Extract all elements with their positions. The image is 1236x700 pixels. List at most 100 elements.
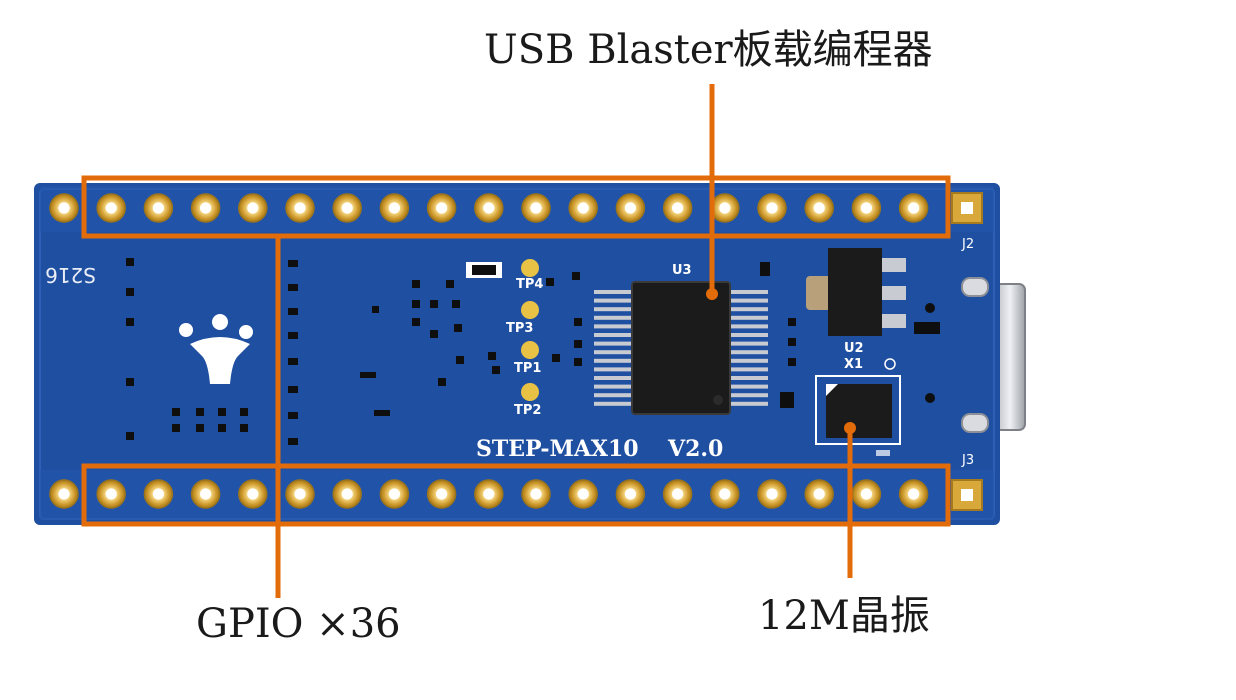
header-top-pad xyxy=(898,193,929,223)
header-top-pad xyxy=(474,193,504,223)
gpio-label: GPIO ×36 xyxy=(196,601,401,647)
header-bottom-pad xyxy=(238,479,268,509)
chip-pin xyxy=(594,401,634,406)
u2-regulator: U2 xyxy=(806,248,940,356)
u3-chip: U3 xyxy=(594,263,768,415)
tp3-label: TP3 xyxy=(506,321,533,336)
chip-pin xyxy=(728,341,768,346)
header-top-pad xyxy=(804,193,834,223)
chip-pin xyxy=(728,290,768,294)
header-bottom-pad xyxy=(426,479,457,509)
x1-label: X1 xyxy=(844,357,863,372)
header-top-pad xyxy=(615,193,646,223)
chip-pin xyxy=(728,367,768,372)
header-bottom-pad xyxy=(804,479,834,509)
header-bottom-pad xyxy=(332,479,362,509)
header-top-pad xyxy=(426,193,457,223)
square-pad-bottom xyxy=(951,479,983,511)
header-bottom-pad xyxy=(285,479,315,509)
chip-pin xyxy=(728,333,768,337)
chip-pin xyxy=(728,401,768,406)
header-top-pad xyxy=(285,193,315,223)
chip-pin xyxy=(594,341,634,346)
chip-pin xyxy=(594,350,634,355)
header-top-pad xyxy=(332,193,362,223)
usb-blaster-label: USB Blaster板载编程器 xyxy=(484,27,933,73)
chip-pin xyxy=(728,307,768,312)
gpio-bottom-highlight xyxy=(81,463,951,527)
chip-pin xyxy=(728,393,768,398)
header-top-pad xyxy=(851,193,882,223)
header-top-pad xyxy=(143,193,174,223)
header-top-label: J2 xyxy=(961,237,974,252)
chip-pin xyxy=(594,324,634,329)
u3-label: U3 xyxy=(672,263,692,278)
header-top-pad xyxy=(190,193,221,223)
header-top-pad xyxy=(238,193,268,223)
header-bottom-pad xyxy=(898,479,929,509)
chip-pin xyxy=(594,367,634,372)
tp2-label: TP2 xyxy=(514,403,541,418)
header-bottom-pad xyxy=(662,479,693,509)
gpio-header-bottom xyxy=(49,479,929,509)
header-top-pad xyxy=(757,193,787,223)
header-bottom-pad xyxy=(190,479,221,509)
tp4-label: TP4 xyxy=(516,277,543,292)
header-top-pad xyxy=(568,193,598,223)
chip-pin xyxy=(594,307,634,312)
header-top-pad xyxy=(521,193,551,223)
usb-blaster-leader-dot xyxy=(706,288,718,300)
chip-pin xyxy=(594,358,634,363)
header-bottom-pad xyxy=(143,479,174,509)
chip-pin xyxy=(728,358,768,363)
header-bottom-pad xyxy=(710,479,740,509)
header-top-pad xyxy=(710,193,740,223)
chip-pin xyxy=(594,384,634,389)
smd-resistor xyxy=(466,262,502,278)
header-top-pad xyxy=(49,193,79,223)
chip-pin xyxy=(728,324,768,329)
square-pad-top xyxy=(951,192,983,224)
chip-pin xyxy=(594,376,634,380)
gpio-header-top xyxy=(49,193,929,223)
step-logo-icon xyxy=(179,314,253,384)
chip-pin xyxy=(728,376,768,380)
header-bottom-pad xyxy=(615,479,646,509)
chip-pin xyxy=(728,384,768,389)
test-points: TP4 TP3 TP1 TP2 xyxy=(506,259,543,418)
chip-pin xyxy=(594,315,634,320)
chip-pin xyxy=(594,298,634,303)
header-bottom-pad xyxy=(757,479,787,509)
chip-pin xyxy=(594,333,634,337)
crystal-label: 12M晶振 xyxy=(758,593,930,639)
header-bottom-label: J3 xyxy=(961,453,974,468)
u2-label: U2 xyxy=(844,341,864,356)
smd-components xyxy=(126,258,796,445)
chip-pin xyxy=(728,298,768,303)
gpio-top-highlight xyxy=(81,175,951,239)
header-bottom-pad xyxy=(851,479,882,509)
tp1-label: TP1 xyxy=(514,361,541,376)
header-top-pad xyxy=(662,193,693,223)
header-bottom-pad xyxy=(568,479,598,509)
header-top-pad xyxy=(96,193,126,223)
header-bottom-pad xyxy=(474,479,504,509)
chip-pin xyxy=(594,393,634,398)
x1-crystal: X1 xyxy=(780,357,901,456)
header-top-pad xyxy=(379,193,410,223)
chip-pin xyxy=(728,350,768,355)
silkscreen-code: S216 xyxy=(45,263,96,287)
header-bottom-pad xyxy=(379,479,410,509)
header-bottom-pad xyxy=(49,479,79,509)
chip-pin xyxy=(728,315,768,320)
annotation-overlays xyxy=(81,84,951,598)
board-version: V2.0 xyxy=(667,436,723,462)
chip-pin xyxy=(594,290,634,294)
crystal-leader-dot xyxy=(844,422,856,434)
board-model: STEP-MAX10 xyxy=(476,436,639,462)
header-bottom-pad xyxy=(521,479,551,509)
u3-chip-pins xyxy=(594,290,768,406)
header-bottom-pad xyxy=(96,479,126,509)
